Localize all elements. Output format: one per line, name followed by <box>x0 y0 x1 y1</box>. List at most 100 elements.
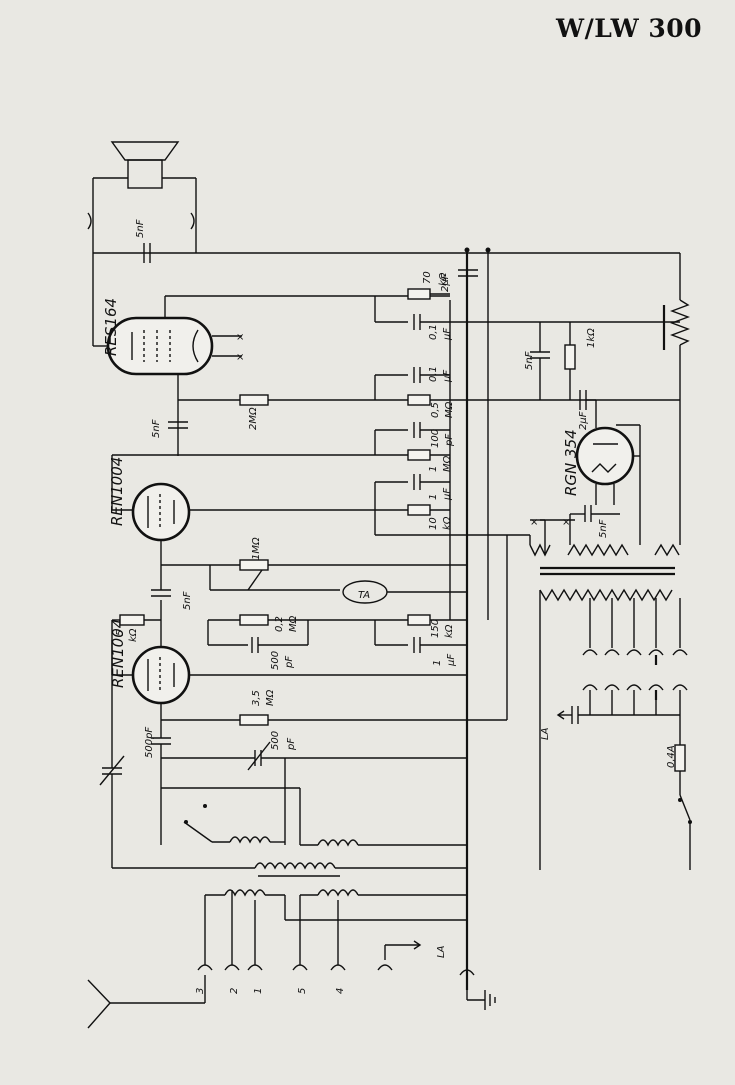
tube-ren1004-top <box>131 482 191 590</box>
svg-text:5nF: 5nF <box>135 219 146 238</box>
antenna-icon <box>87 975 206 1029</box>
svg-text:pF: pF <box>444 434 455 447</box>
svg-text:1kΩ: 1kΩ <box>586 328 597 348</box>
svg-text:kΩ: kΩ <box>444 624 455 638</box>
svg-text:70: 70 <box>422 271 433 284</box>
speaker-capacitor: 5nF <box>135 219 151 263</box>
wave-switch[interactable] <box>183 804 213 843</box>
svg-text:500: 500 <box>270 731 281 750</box>
model-title: W/LW 300 <box>556 14 703 43</box>
svg-text:1: 1 <box>428 466 439 472</box>
svg-text:4: 4 <box>335 988 346 994</box>
svg-text:2MΩ: 2MΩ <box>248 407 259 430</box>
antenna-socket-la[interactable]: LA <box>377 940 447 971</box>
loudspeaker-icon <box>87 141 197 253</box>
tuning-capacitor[interactable] <box>99 640 125 868</box>
pickup-connector-ta[interactable]: TA <box>342 580 388 604</box>
svg-text:kΩ: kΩ <box>438 272 449 286</box>
svg-text:μF: μF <box>442 370 453 383</box>
terminal-5[interactable]: 5 <box>292 964 308 994</box>
svg-text:1MΩ: 1MΩ <box>251 537 262 560</box>
tube-rgn354 <box>575 424 641 545</box>
svg-text:MΩ: MΩ <box>265 689 276 706</box>
resistor-150k: 150 kΩ <box>407 614 455 638</box>
svg-text:μF: μF <box>442 328 453 341</box>
capacitor-1uF: 1 μF <box>413 474 453 501</box>
capacitor-5nF-rect: 5nF <box>524 322 550 400</box>
svg-text:100: 100 <box>430 429 441 448</box>
tube-ren1004-bottom <box>131 620 467 738</box>
svg-text:pF: pF <box>286 738 297 751</box>
svg-text:1: 1 <box>432 660 443 666</box>
tube-label-ren1004-bottom: REN1004 <box>109 619 127 688</box>
svg-text:0,1: 0,1 <box>428 366 439 382</box>
svg-text:0,5: 0,5 <box>430 402 441 418</box>
tube-label-res164: RES164 <box>102 298 120 356</box>
terminal-2[interactable]: 2 <box>224 964 240 994</box>
antenna-coil-2 <box>317 889 359 965</box>
svg-text:×: × <box>530 517 538 528</box>
svg-text:0,2: 0,2 <box>274 616 285 632</box>
tube-label-rgn354: RGN 354 <box>562 429 580 496</box>
terminal-3[interactable]: 3 <box>195 964 213 994</box>
svg-text:10: 10 <box>428 517 439 530</box>
capacitor-0.1uF-a: 0,1 μF <box>413 314 453 341</box>
resistor-0.5M: 0,5 MΩ <box>407 394 455 418</box>
antenna-coil-1 <box>224 889 266 965</box>
terminal-4[interactable]: 4 <box>330 964 346 994</box>
svg-text:1: 1 <box>428 494 439 500</box>
capacitor-5nF-interstage: 5nF <box>151 589 193 610</box>
svg-text:MΩ: MΩ <box>444 401 455 418</box>
capacitor-2uF: 2μF <box>440 269 478 292</box>
capacitor-500pF-cathode: 500 pF <box>251 637 295 670</box>
ground-bus <box>449 247 491 990</box>
svg-text:500pF: 500pF <box>144 727 155 758</box>
terminal-1[interactable]: 1 <box>247 964 264 994</box>
coil-2 <box>317 839 359 847</box>
svg-text:5: 5 <box>115 630 126 636</box>
svg-text:5nF: 5nF <box>524 351 535 370</box>
tube-label-ren1004-top: REN1004 <box>108 457 126 526</box>
svg-text:×: × <box>562 517 570 528</box>
svg-text:TA: TA <box>358 590 370 601</box>
coil-3 <box>254 862 340 877</box>
power-switch[interactable] <box>678 794 692 870</box>
svg-text:pF: pF <box>284 656 295 669</box>
resistor-0.2M: 0,2 MΩ <box>239 614 299 632</box>
svg-text:MΩ: MΩ <box>288 615 299 632</box>
power-transformer: × × <box>529 400 681 870</box>
potentiometer-1M[interactable]: 1MΩ <box>239 537 269 591</box>
capacitor-5nF-rect2: 5nF <box>570 505 620 538</box>
capacitor-100pF: 100 pF <box>413 422 455 448</box>
resistor-10k: 10 kΩ <box>407 504 453 530</box>
svg-text:×: × <box>236 352 244 363</box>
capacitor-2uF-rect: 2μF <box>578 411 589 430</box>
svg-text:3: 3 <box>195 988 206 994</box>
capacitor-1uF-cathode: 1 μF <box>413 637 457 667</box>
svg-text:0,4A: 0,4A <box>666 745 677 768</box>
fuse-0.4A: 0,4A <box>666 744 686 795</box>
svg-text:5nF: 5nF <box>151 419 162 438</box>
svg-text:LA: LA <box>540 727 551 740</box>
voltage-selector[interactable] <box>578 598 688 745</box>
svg-text:150: 150 <box>430 619 441 638</box>
tube-res164: × × <box>92 253 450 456</box>
svg-text:2μF: 2μF <box>440 273 451 292</box>
svg-text:1: 1 <box>253 988 264 994</box>
coil-1 <box>229 836 271 844</box>
svg-text:5nF: 5nF <box>182 591 193 610</box>
svg-text:500: 500 <box>270 651 281 670</box>
svg-text:×: × <box>236 332 244 343</box>
svg-text:3,5: 3,5 <box>251 690 262 706</box>
svg-text:μF: μF <box>446 654 457 667</box>
resistor-1k: 1kΩ <box>564 322 597 400</box>
resistor-1M: 1 MΩ <box>407 449 453 472</box>
trimmer-capacitor-500pF[interactable]: 500 pF <box>247 731 297 771</box>
mains-antenna-capacitor: LA <box>540 706 579 740</box>
ground-terminal[interactable] <box>459 969 496 1010</box>
svg-text:μF: μF <box>442 488 453 501</box>
svg-text:LA: LA <box>436 945 447 958</box>
svg-text:kΩ: kΩ <box>442 516 453 530</box>
